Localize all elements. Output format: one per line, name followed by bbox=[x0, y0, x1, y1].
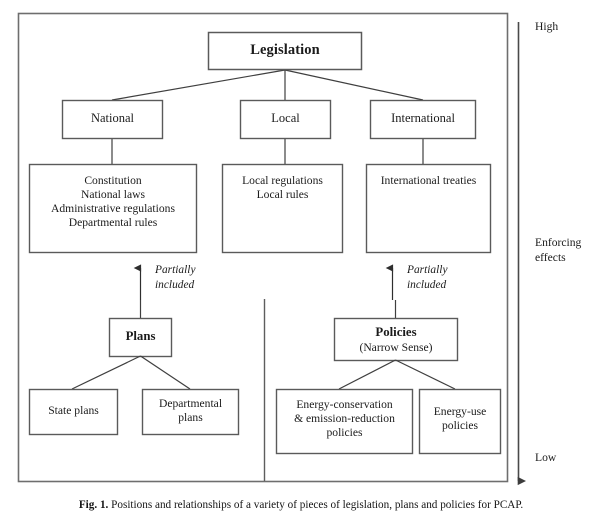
international-label[interactable]: International bbox=[391, 111, 455, 125]
partially-included-left-annotation: Partially included bbox=[155, 263, 235, 293]
edge-legislation-national bbox=[111, 69, 286, 101]
axis-label-line-1: Enforcing bbox=[535, 236, 582, 249]
policies-subtitle: (Narrow Sense) bbox=[359, 340, 433, 354]
box-energy-use-policies[interactable] bbox=[418, 388, 502, 455]
axis-label-enforcing-effects: Enforcing effects bbox=[535, 235, 595, 265]
departmental-plans-line: Departmental bbox=[158, 397, 223, 410]
state-plans-line: State plans bbox=[48, 404, 99, 417]
axis-label-low: Low bbox=[535, 451, 557, 464]
annotation-line-1: Partially bbox=[155, 264, 196, 276]
edge-plans-state bbox=[71, 355, 141, 390]
edge-legislation-international bbox=[284, 69, 424, 101]
annotation-line-2: included bbox=[407, 279, 447, 292]
policies-title: Policies bbox=[375, 325, 417, 339]
annotation-line-1: Partially bbox=[407, 264, 448, 276]
departmental-plans-line: plans bbox=[178, 411, 203, 425]
policies-label-group[interactable]: Policies (Narrow Sense) bbox=[334, 325, 458, 355]
box-international-details[interactable] bbox=[365, 163, 492, 254]
figure-caption: Fig. 1. Positions and relationships of a… bbox=[22, 498, 580, 512]
plans-label[interactable]: Plans bbox=[125, 329, 156, 343]
box-state-plans[interactable] bbox=[28, 388, 119, 436]
energy-conservation-line: & emission-reduction bbox=[294, 412, 395, 426]
box-policies[interactable] bbox=[333, 317, 459, 362]
diagram-canvas bbox=[17, 12, 527, 486]
caption-text: Positions and relationships of a variety… bbox=[111, 499, 524, 511]
annotation-line-2: included bbox=[155, 279, 195, 292]
box-local-details[interactable] bbox=[221, 163, 344, 254]
box-international[interactable] bbox=[369, 99, 477, 140]
box-legislation[interactable] bbox=[207, 31, 363, 71]
box-national[interactable] bbox=[61, 99, 164, 140]
edge-policies-energy-conservation bbox=[338, 359, 396, 390]
caption-prefix: Fig. 1. bbox=[78, 499, 109, 511]
energy-conservation-policies-label[interactable]: Energy-conservation & emission-reduction… bbox=[276, 398, 413, 440]
diagram-outer-frame bbox=[17, 12, 509, 483]
energy-use-line: policies bbox=[441, 419, 479, 433]
axis-label-line-2: effects bbox=[535, 251, 566, 265]
edge-plans-departmental bbox=[140, 355, 191, 390]
energy-conservation-line: policies bbox=[326, 426, 363, 440]
departmental-plans-label[interactable]: Departmental plans bbox=[142, 397, 239, 425]
energy-use-policies-label[interactable]: Energy-use policies bbox=[419, 405, 501, 433]
national-label[interactable]: National bbox=[90, 111, 135, 125]
edge-policies-energy-use bbox=[395, 359, 456, 390]
state-plans-label[interactable]: State plans bbox=[29, 404, 118, 418]
legislation-label[interactable]: Legislation bbox=[250, 42, 320, 58]
axis-label-high: High bbox=[535, 20, 559, 33]
energy-conservation-line: Energy-conservation bbox=[296, 398, 393, 411]
partially-included-right-annotation: Partially included bbox=[407, 263, 487, 293]
box-local[interactable] bbox=[239, 99, 332, 140]
local-label[interactable]: Local bbox=[271, 111, 300, 125]
energy-use-line: Energy-use bbox=[433, 405, 487, 418]
box-energy-conservation-policies[interactable] bbox=[275, 388, 414, 455]
box-departmental-plans[interactable] bbox=[141, 388, 240, 436]
box-national-details[interactable] bbox=[28, 163, 198, 254]
